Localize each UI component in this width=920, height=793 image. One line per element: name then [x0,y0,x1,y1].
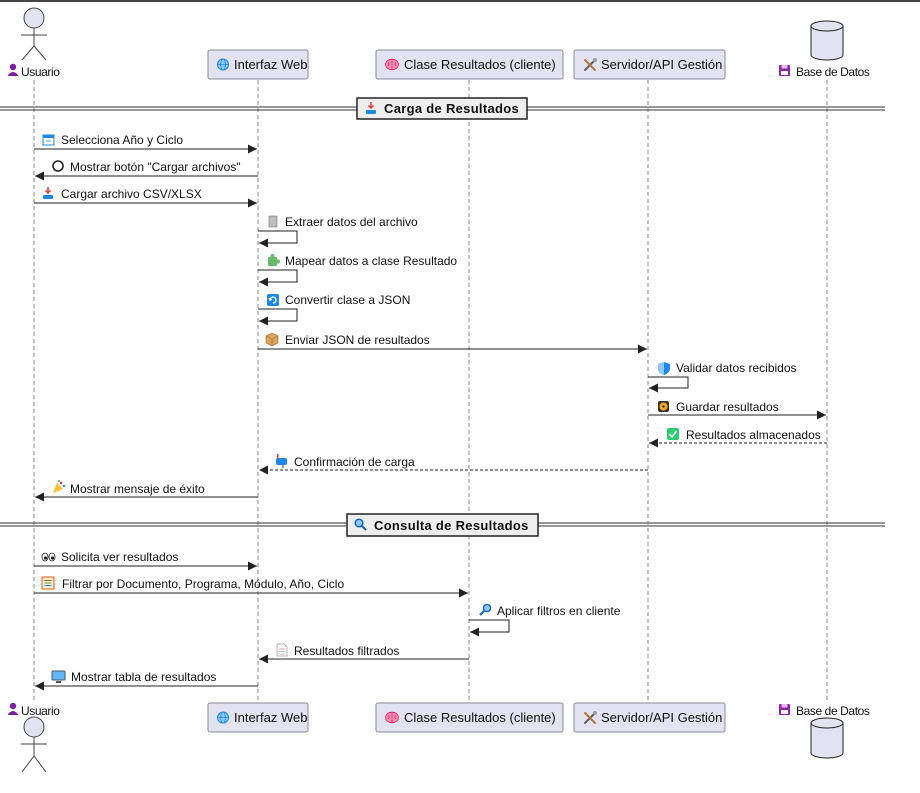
message-enviar-json: Enviar JSON de resultados [258,332,647,354]
page-icon [276,643,288,657]
section-divider-carga: Carga de Resultados [0,97,885,120]
participant-label: Base de Datos [796,704,870,718]
list-icon [41,576,55,590]
message-label: Selecciona Año y Ciclo [61,133,183,147]
message-filtrar: Filtrar por Documento, Programa, Módulo,… [34,576,468,598]
database-cylinder [810,717,844,759]
refresh-icon [267,294,279,306]
mailbox-icon [276,454,287,468]
person-icon [7,63,19,76]
brain-icon [385,58,399,71]
participant-label: Clase Resultados (cliente) [404,710,556,725]
message-mostrar-boton: Mostrar botón "Cargar archivos" [35,160,258,181]
message-label: Mostrar botón "Cargar archivos" [70,160,241,174]
participant-clase-top[interactable]: Clase Resultados (cliente) [375,49,564,80]
inbox-tray-icon [43,187,53,199]
actor-figure [21,7,47,61]
participant-usuario-bottom: Usuario [7,702,61,773]
message-mapear-datos: Mapear datos a clase Resultado [258,254,457,287]
message-label: Solicita ver resultados [61,550,178,564]
database-cylinder [810,20,844,61]
message-confirmacion-carga: Confirmación de carga [259,454,648,475]
globe-icon [217,711,229,724]
message-label: Resultados filtrados [294,644,399,658]
message-label: Mostrar tabla de resultados [71,670,216,684]
shield-icon [658,362,670,375]
message-mensaje-exito: Mostrar mensaje de éxito [35,480,258,502]
tools-icon [584,58,597,71]
message-solicita-ver: Solicita ver resultados [34,550,257,571]
message-label: Validar datos recibidos [676,361,797,375]
section-title: Consulta de Resultados [374,518,529,533]
eyes-icon [41,552,56,562]
party-popper-icon [53,480,66,493]
message-extraer-datos: Extraer datos del archivo [258,215,418,248]
message-label: Confirmación de carga [294,455,415,469]
brain-icon [385,711,399,724]
magnifier-icon [354,518,367,531]
message-label: Guardar resultados [676,400,779,414]
message-resultados-filtrados: Resultados filtrados [259,643,469,664]
floppy-disk-icon [779,704,790,715]
puzzle-icon [268,254,280,266]
participant-clase-bottom[interactable]: Clase Resultados (cliente) [375,702,564,733]
participant-label: Clase Resultados (cliente) [404,57,556,72]
participant-servidor-top[interactable]: Servidor/API Gestión [573,49,726,80]
participant-label: Base de Datos [796,65,870,79]
message-label: Resultados almacenados [686,428,821,442]
message-label: Convertir clase a JSON [285,293,410,307]
person-icon [7,702,19,715]
globe-icon [217,58,229,71]
actor-figure [21,716,47,773]
message-label: Filtrar por Documento, Programa, Módulo,… [62,577,344,591]
message-selecciona-anio-ciclo: Selecciona Año y Ciclo [34,133,257,154]
participant-label: Servidor/API Gestión [601,710,722,725]
message-label: Cargar archivo CSV/XLSX [61,187,202,201]
message-mostrar-tabla: Mostrar tabla de resultados [35,670,258,691]
floppy-disk-icon [779,65,790,76]
message-label: Aplicar filtros en cliente [497,604,621,618]
page-icon [268,215,278,228]
participant-label: Usuario [21,704,60,718]
message-label: Mostrar mensaje de éxito [70,482,205,496]
lifelines [33,80,828,700]
calendar-icon [42,134,55,146]
message-label: Mapear datos a clase Resultado [285,254,457,268]
message-guardar-resultados: Guardar resultados [648,400,826,420]
message-aplicar-filtros: Aplicar filtros en cliente [469,603,621,637]
package-icon [265,332,279,347]
monitor-icon [51,670,66,683]
message-resultados-almacenados: Resultados almacenados [649,428,827,448]
check-mark-icon [667,428,679,440]
participant-bd-bottom: Base de Datos [779,704,870,759]
participant-label: Usuario [21,65,60,79]
participant-web-top[interactable]: Interfaz Web [207,49,309,80]
message-cargar-archivo: Cargar archivo CSV/XLSX [34,187,257,208]
participant-servidor-bottom[interactable]: Servidor/API Gestión [573,702,726,733]
participant-label: Interfaz Web [234,710,307,725]
disc-icon [658,401,669,412]
magnifier-icon [479,603,492,616]
participant-label: Servidor/API Gestión [601,57,722,72]
message-label: Extraer datos del archivo [285,215,418,229]
tools-icon [584,711,597,724]
message-label: Enviar JSON de resultados [285,333,430,347]
message-validar-datos: Validar datos recibidos [648,361,797,393]
section-divider-consulta: Consulta de Resultados [0,513,885,537]
inbox-tray-icon [366,102,376,114]
participant-label: Interfaz Web [234,57,307,72]
section-title: Carga de Resultados [384,101,519,116]
participant-bd-top: Base de Datos [779,20,870,79]
message-convertir-json: Convertir clase a JSON [258,293,410,326]
participant-web-bottom[interactable]: Interfaz Web [207,702,309,733]
circle-icon [52,160,64,172]
participant-usuario-top: Usuario [7,7,61,79]
